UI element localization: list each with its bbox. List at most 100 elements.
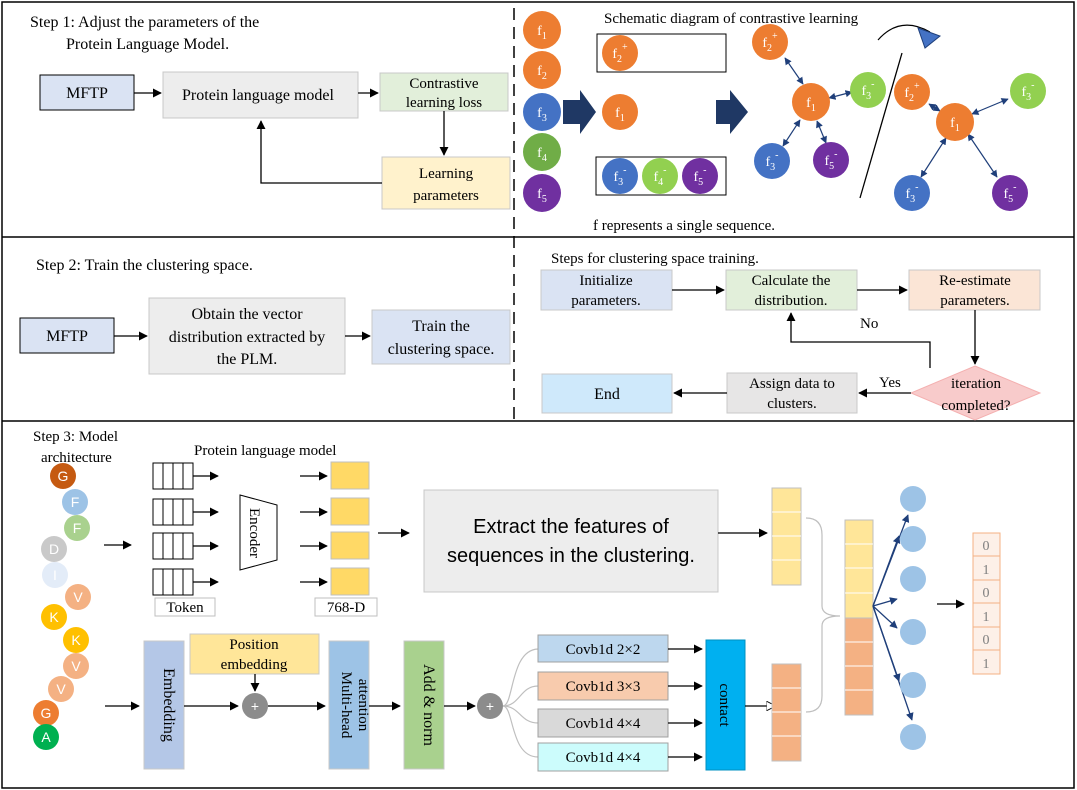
cluster-after: f2+ f1 f3- f3- f5- bbox=[894, 73, 1046, 211]
extract-line2: sequences in the clustering. bbox=[447, 545, 695, 567]
conv-label-2: Covb1d 3×3 bbox=[566, 679, 641, 695]
caption-f: f represents a single sequence. bbox=[593, 218, 775, 234]
residue-v1: V bbox=[73, 589, 83, 605]
anchor-node: f1 bbox=[602, 94, 638, 130]
positive-box: f2+ bbox=[596, 33, 727, 73]
cluster-before: f2+ f1 f3- f3- f5- bbox=[752, 24, 886, 179]
residue-v2: V bbox=[71, 658, 81, 674]
step1-mftp-box: MFTP bbox=[39, 74, 135, 111]
iter-line1: iteration bbox=[951, 376, 1001, 392]
yes-label: Yes bbox=[879, 375, 901, 391]
calc-line1: Calculate the bbox=[752, 273, 831, 289]
residue-k2: K bbox=[71, 632, 81, 648]
contact-label: contact bbox=[716, 683, 732, 727]
position-line2: embedding bbox=[221, 657, 288, 673]
residue-a: A bbox=[41, 729, 51, 745]
seq-f2: f2 bbox=[537, 64, 547, 82]
residue-chain: G F F D I V K K V V G A bbox=[33, 463, 91, 750]
obtain-line3: the PLM. bbox=[217, 351, 277, 368]
learning-params-box: Learning parameters bbox=[381, 156, 511, 210]
embedding-vectors bbox=[330, 461, 370, 596]
residue-d: D bbox=[49, 541, 59, 557]
initialize-box: Initialize parameters. bbox=[540, 269, 673, 311]
conv-label-4: Covb1d 4×4 bbox=[566, 750, 641, 766]
train-clustering-box: Train the clustering space. bbox=[371, 309, 511, 365]
learning-params-line2: parameters bbox=[413, 188, 479, 204]
residue-f1: F bbox=[71, 494, 80, 510]
embedding-block: Embedding bbox=[143, 640, 185, 770]
contact-block: contact bbox=[705, 639, 746, 771]
block-arrow-1 bbox=[563, 90, 596, 134]
mha-block: Multi-head attention bbox=[328, 640, 371, 770]
encoder-label: Encoder bbox=[246, 508, 262, 558]
token-label: Token bbox=[166, 600, 204, 616]
reestimate-box: Re-estimate parameters. bbox=[908, 269, 1041, 311]
conv-boxes: Covb1d 2×2 Covb1d 3×3 Covb1d 4×4 Covb1d … bbox=[537, 634, 669, 772]
output-labels: 0 1 0 1 0 1 bbox=[972, 532, 1001, 675]
position-embedding-box: Position embedding bbox=[189, 633, 320, 675]
residue-v3: V bbox=[56, 681, 66, 697]
init-line1: Initialize bbox=[579, 273, 633, 289]
step3-plm-label: Protein language model bbox=[194, 443, 336, 459]
token-label-box: Token bbox=[154, 597, 216, 617]
position-line1: Position bbox=[229, 637, 279, 653]
assign-line1: Assign data to bbox=[749, 376, 835, 392]
step2-title: Step 2: Train the clustering space. bbox=[36, 257, 253, 274]
seq-f5: f5 bbox=[537, 187, 547, 205]
conv-label-3: Covb1d 4×4 bbox=[566, 716, 641, 732]
plus-label-1: + bbox=[251, 698, 259, 714]
dim-label-box: 768-D bbox=[314, 597, 378, 617]
residue-k1: K bbox=[49, 609, 59, 625]
step2-mftp-box: MFTP bbox=[19, 317, 115, 354]
init-line2: parameters. bbox=[571, 293, 641, 309]
seq-f1: f1 bbox=[537, 24, 547, 42]
step2-mftp-label: MFTP bbox=[46, 328, 88, 345]
svg-text:f1: f1 bbox=[950, 116, 960, 134]
merge-brace bbox=[805, 517, 841, 713]
embedding-label: Embedding bbox=[160, 668, 177, 742]
separator-slash bbox=[859, 52, 903, 199]
output-label-2: 1 bbox=[983, 563, 990, 578]
output-neurons bbox=[900, 486, 926, 750]
residue-g2: G bbox=[41, 705, 52, 721]
assign-clusters-box: Assign data to clusters. bbox=[726, 372, 858, 414]
obtain-line1: Obtain the vector bbox=[191, 306, 303, 323]
contrastive-loss-box: Contrastive learning loss bbox=[379, 72, 509, 112]
svg-text:f1: f1 bbox=[615, 106, 625, 124]
concat-vector bbox=[844, 519, 874, 716]
step1-plm-label: Protein language model bbox=[182, 87, 335, 104]
sequence-column: f1 f2 f3 f4 f5 bbox=[523, 11, 561, 212]
train-line1: Train the bbox=[412, 318, 470, 335]
obtain-vector-box: Obtain the vector distribution extracted… bbox=[148, 297, 346, 375]
end-label: End bbox=[594, 386, 620, 403]
output-label-5: 0 bbox=[983, 633, 990, 648]
feature-vector-yellow bbox=[771, 487, 802, 586]
plus-label-2: + bbox=[486, 698, 494, 714]
extract-line1: Extract the features of bbox=[473, 516, 669, 538]
dim-label: 768-D bbox=[327, 600, 365, 616]
seq-f4: f4 bbox=[537, 146, 547, 164]
reest-line1: Re-estimate bbox=[939, 273, 1011, 289]
plus-node-1: + bbox=[242, 693, 268, 719]
assign-line2: clusters. bbox=[767, 396, 817, 412]
output-arrows bbox=[872, 514, 914, 721]
block-arrow-2 bbox=[716, 90, 748, 134]
seq-f3: f3 bbox=[537, 106, 547, 124]
curve-arrow bbox=[877, 24, 931, 41]
contrastive-loss-line1: Contrastive bbox=[409, 76, 478, 92]
step1-plm-box: Protein language model bbox=[162, 71, 359, 119]
conv-label-1: Covb1d 2×2 bbox=[566, 642, 641, 658]
step3-title-line1: Step 3: Model bbox=[33, 429, 118, 445]
calc-distribution-box: Calculate the distribution. bbox=[725, 269, 858, 311]
svg-text:f1: f1 bbox=[806, 96, 816, 114]
train-line2: clustering space. bbox=[388, 341, 495, 358]
calc-line2: distribution. bbox=[755, 293, 828, 309]
mha-line1: Multi-head bbox=[338, 672, 354, 739]
residue-i: I bbox=[53, 567, 57, 583]
steps-title: Steps for clustering space training. bbox=[551, 251, 759, 267]
step1-mftp-label: MFTP bbox=[66, 85, 108, 102]
iteration-diamond: iteration completed? bbox=[909, 365, 1042, 421]
encoder-shape: Encoder bbox=[239, 494, 278, 571]
